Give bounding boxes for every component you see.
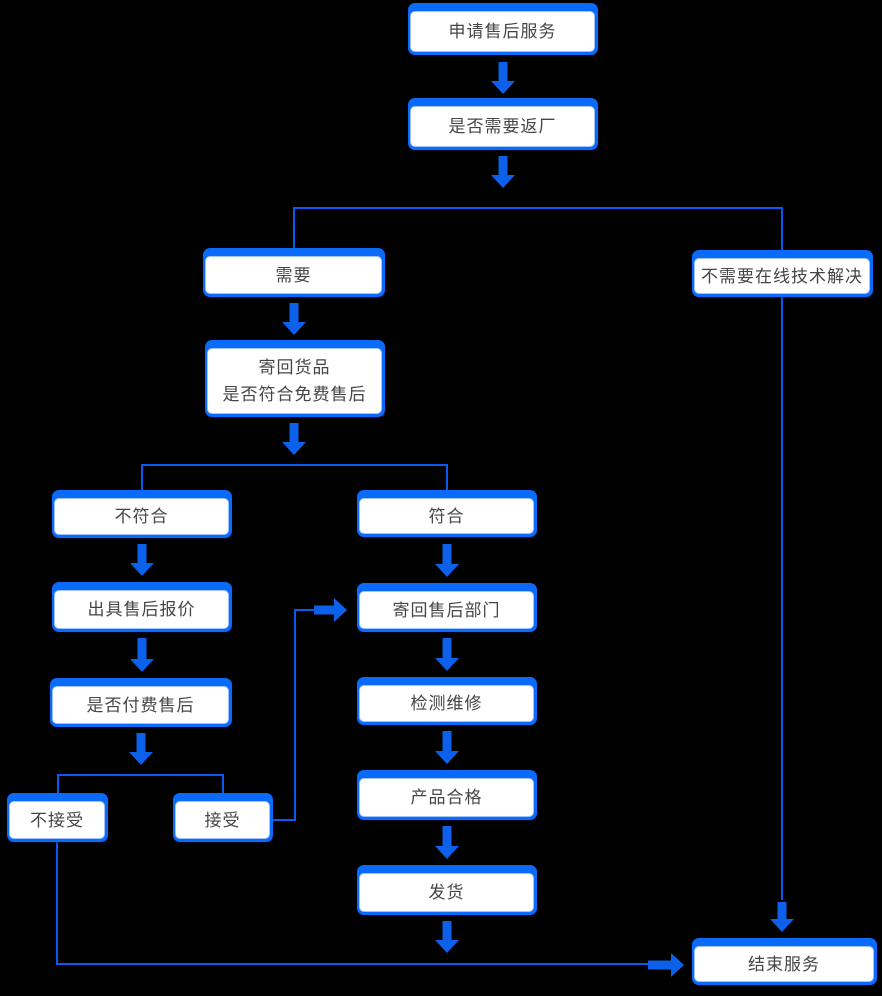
node-not-accept-label: 不接受 [30,810,84,830]
arrow-not-qualify-to-quote [130,544,154,576]
node-pay-decision-label: 是否付费售后 [86,695,195,715]
node-qualify-label: 符合 [428,506,465,526]
node-inspect-repair: 检测维修 [357,677,537,725]
branch-line-pay-decision [57,774,224,793]
node-end-service: 结束服务 [692,938,877,985]
arrow-send-dept-to-inspect [435,638,459,671]
arrow-send-back-down [282,423,306,455]
node-need-return-decision-label: 是否需要返厂 [448,117,557,136]
branch-line-free-service-decision [141,464,448,490]
node-accept-label: 接受 [204,810,241,830]
node-send-to-service-dept: 寄回售后部门 [357,583,537,632]
arrow-need-return-down [491,156,515,188]
branch-line-return-decision [293,207,783,900]
arrow-qualify-to-send-dept [435,544,459,577]
arrow-no-need-to-end [770,902,794,932]
arrow-apply-to-need-return [491,62,515,94]
node-send-to-service-dept-label: 寄回售后部门 [392,600,501,620]
line-accept-to-send-dept [273,609,316,821]
arrow-into-end-service [648,953,684,977]
arrow-need-to-send-back [282,303,306,335]
node-ship-label: 发货 [428,883,465,902]
node-product-qualified: 产品合格 [357,770,537,820]
node-need: 需要 [203,248,385,297]
node-no-need-online-support-label: 不需要在线技术解决 [701,266,863,286]
node-pay-decision: 是否付费售后 [50,678,232,727]
node-issue-quote: 出具售后报价 [52,582,232,632]
node-inspect-repair-label: 检测维修 [410,694,483,713]
node-qualify: 符合 [357,490,537,537]
node-send-back-goods-line1: 寄回货品 [258,358,331,377]
node-ship: 发货 [357,865,537,915]
node-send-back-goods-line2: 是否符合免费售后 [222,385,367,404]
arrow-inspect-to-qualified [435,731,459,764]
node-need-label: 需要 [275,265,312,285]
node-apply-service: 申请售后服务 [408,3,598,55]
arrow-quote-to-pay-decision [130,638,154,672]
node-not-qualify-label: 不符合 [114,507,169,526]
node-not-accept: 不接受 [7,793,108,842]
node-send-back-goods: 寄回货品 是否符合免费售后 [205,340,385,417]
line-not-accept-to-end [56,842,650,965]
node-apply-service-label: 申请售后服务 [448,22,557,41]
node-need-return-decision: 是否需要返厂 [408,98,598,150]
node-product-qualified-label: 产品合格 [410,788,483,807]
node-not-qualify: 不符合 [52,490,232,538]
arrow-accept-into-send-dept [314,598,347,622]
arrow-qualified-to-ship [435,826,459,859]
arrow-pay-decision-down [129,733,153,765]
node-end-service-label: 结束服务 [748,954,820,974]
arrow-ship-to-end [435,921,459,953]
node-accept: 接受 [173,793,273,842]
node-no-need-online-support: 不需要在线技术解决 [692,250,873,297]
node-issue-quote-label: 出具售后报价 [87,600,196,619]
